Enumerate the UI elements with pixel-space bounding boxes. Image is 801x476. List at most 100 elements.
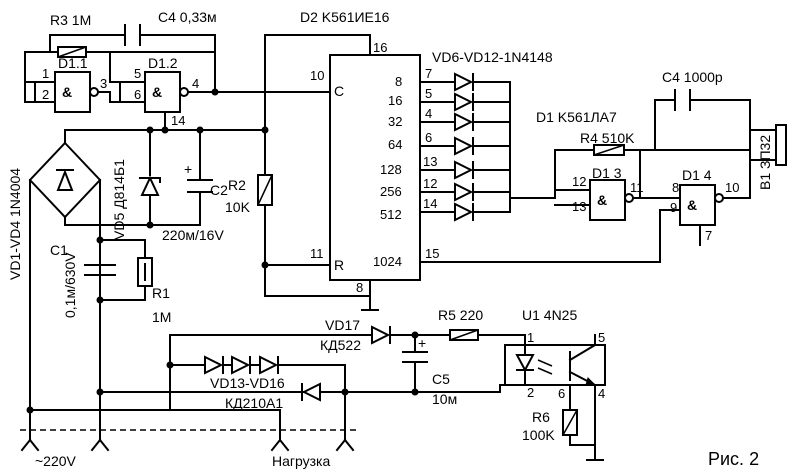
c5-value: 10м — [432, 391, 457, 407]
pin-p16: 5 — [425, 86, 432, 101]
q64: 64 — [388, 137, 402, 152]
pin-d2-16: 16 — [373, 40, 387, 55]
vd13-label: VD13-VD16 — [210, 375, 285, 391]
d14-label: D1 4 — [682, 167, 712, 183]
pin-p64: 6 — [425, 130, 432, 145]
diode-vd14 — [222, 355, 251, 375]
gate-d1-3-symbol: & — [597, 192, 607, 208]
pin-p1024: 15 — [425, 246, 439, 261]
pin-p32: 4 — [425, 106, 432, 121]
diode-vd9: 6 — [419, 130, 511, 156]
gate-d1-3 — [589, 179, 626, 221]
q128: 128 — [380, 162, 402, 177]
pin-p8: 7 — [425, 66, 432, 81]
pin-u1-6: 6 — [558, 386, 565, 401]
c2-label: C2 — [210, 182, 228, 198]
r3-label: R3 1M — [50, 12, 91, 28]
r1-value: 1M — [152, 309, 171, 325]
pin-u1-5: 5 — [598, 330, 605, 345]
pin-u1-2: 2 — [527, 385, 534, 400]
terminals: ~220V Нагрузка — [20, 388, 360, 469]
pin-d12-14: 14 — [171, 113, 185, 128]
pin-d12-6: 6 — [134, 87, 141, 102]
mains-label: ~220V — [35, 453, 77, 469]
power-supply: + C2 220м/16V VD1-VD4 1N4004 VD5 Д814Б1 — [7, 34, 331, 411]
r6-value: 100K — [522, 427, 555, 443]
pin-d13-12: 12 — [572, 174, 586, 189]
output-section: + — [166, 307, 606, 461]
gate-d1-2 — [144, 71, 181, 113]
q512: 512 — [380, 207, 402, 222]
pin-u1-4: 4 — [598, 386, 605, 401]
gate-d1-2-symbol: & — [152, 84, 162, 100]
diode-vd13 — [204, 355, 224, 375]
gate-d1-4 — [679, 184, 716, 226]
r2-label: R2 — [228, 177, 246, 193]
d2-chip — [329, 54, 421, 281]
d12-label: D1.2 — [148, 55, 178, 71]
q32: 32 — [388, 114, 402, 129]
vd6-label: VD6-VD12-1N4148 — [432, 49, 553, 65]
pin-d11-3: 3 — [100, 76, 107, 91]
pin-u1-1: 1 — [527, 330, 534, 345]
vd17-label: VD17 — [325, 317, 360, 333]
c5-plus: + — [418, 335, 426, 351]
q256: 256 — [380, 184, 402, 199]
figure-label: Рис. 2 — [708, 449, 759, 469]
oscillator-section: & & 1 2 3 5 6 4 14 R3 1M C4 0,33м D1.1 D… — [24, 9, 331, 131]
pin-p128: 13 — [423, 154, 437, 169]
pin-d11-1: 1 — [42, 66, 49, 81]
pin-d11-2: 2 — [42, 87, 49, 102]
vd17-type: КД522 — [320, 337, 361, 353]
diode-vd12: 14 — [419, 196, 511, 222]
pin-d14-8: 8 — [672, 180, 679, 195]
c2-plus: + — [184, 161, 192, 177]
vd1-label: VD1-VD4 1N4004 — [7, 168, 23, 280]
diode-vd15 — [249, 355, 346, 393]
pin-d2-10: 10 — [310, 68, 324, 83]
q16: 16 — [388, 93, 402, 108]
diode-vd17 — [371, 325, 391, 345]
d11-label: D1.1 — [58, 55, 88, 71]
diode-vd7: 5 — [419, 86, 511, 112]
pin-p512: 14 — [423, 196, 437, 211]
buzzer-b1 — [775, 124, 787, 166]
q1024: 1024 — [373, 254, 402, 269]
diode-vd6: 7 — [419, 66, 511, 92]
c1-label: C1 — [50, 242, 68, 258]
pin-d2-8: 8 — [356, 280, 363, 295]
gate-d1-1 — [54, 71, 91, 113]
d1chip-label: D1 K561ЛА7 — [536, 109, 617, 125]
r2-value: 10K — [225, 199, 251, 215]
d2-label: D2 K561ИЕ16 — [300, 9, 390, 25]
gate-d1-4-symbol: & — [687, 197, 697, 213]
d2-r-pin: R — [334, 257, 344, 273]
c1-value: 0,1м/630V — [62, 252, 78, 318]
pin-d12-4: 4 — [192, 76, 199, 91]
pin-d13-13: 13 — [572, 199, 586, 214]
diode-vd11: 12 — [419, 176, 511, 202]
diode-vd16 — [301, 382, 526, 402]
vd5-label: VD5 Д814Б1 — [111, 159, 127, 240]
r5-label: R5 220 — [438, 307, 483, 323]
pin-d14-9: 9 — [670, 200, 677, 215]
zener-vd5 — [140, 175, 160, 196]
pin-d13-11: 11 — [630, 180, 644, 195]
r4-label: R4 510K — [580, 130, 635, 146]
c2-value: 220м/16V — [162, 227, 224, 243]
counter-d2: 16 10 C R2 10K 11 R 8 8 16 32 64 128 256… — [225, 9, 421, 311]
c4a-label: C4 0,33м — [158, 9, 217, 25]
diode-vd8: 4 — [419, 106, 511, 132]
optocoupler-u1 — [504, 344, 606, 386]
d2-c-pin: C — [334, 83, 344, 99]
c1-r1-section: C1 0,1м/630V R1 1M — [50, 236, 171, 325]
r1-label: R1 — [152, 285, 170, 301]
diode-vd10: 13 — [419, 154, 511, 180]
pin-d14-10: 10 — [725, 180, 739, 195]
d13-label: D1 3 — [592, 165, 622, 181]
buzzer-section: D1 K561ЛА7 & 12 13 11 D1 3 & 8 9 10 7 D1… — [536, 69, 787, 246]
pin-d12-5: 5 — [134, 66, 141, 81]
c4b-label: C4 1000p — [662, 69, 723, 85]
u1-label: U1 4N25 — [522, 307, 577, 323]
r6-label: R6 — [532, 409, 550, 425]
